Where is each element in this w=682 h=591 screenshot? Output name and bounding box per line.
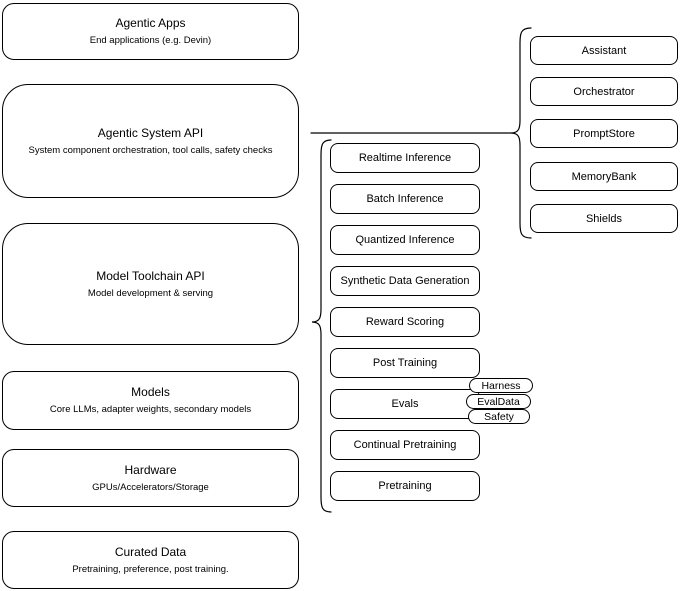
node-quantized-inference: Quantized Inference (330, 225, 480, 255)
system-components-brace (510, 27, 532, 239)
node-batch-inference: Batch Inference (330, 184, 480, 214)
node-title: Curated Data (114, 544, 187, 559)
node-shields: Shields (530, 204, 678, 233)
node-memorybank: MemoryBank (530, 162, 678, 191)
node-reward-scoring: Reward Scoring (330, 307, 480, 337)
toolchain-services-brace (311, 139, 332, 513)
pill-harness: Harness (469, 378, 533, 393)
node-models: Models Core LLMs, adapter weights, secon… (2, 371, 299, 430)
node-subtitle: Model development & serving (87, 287, 214, 299)
pill-safety: Safety (468, 409, 530, 424)
node-title: Model Toolchain API (96, 268, 205, 283)
node-agentic-apps: Agentic Apps End applications (e.g. Devi… (2, 3, 299, 60)
node-title: Agentic Apps (115, 16, 186, 30)
node-subtitle: System component orchestration, tool cal… (28, 144, 273, 156)
node-post-training: Post Training (330, 348, 480, 378)
node-orchestrator: Orchestrator (530, 77, 678, 106)
node-subtitle: Core LLMs, adapter weights, secondary mo… (49, 404, 252, 415)
node-subtitle: Pretraining, preference, post training. (72, 563, 229, 575)
node-assistant: Assistant (530, 36, 678, 65)
node-continual-pretraining: Continual Pretraining (330, 430, 480, 460)
node-curated-data: Curated Data Pretraining, preference, po… (2, 531, 299, 589)
node-title: Hardware (124, 462, 177, 477)
node-agentic-system-api: Agentic System API System component orch… (2, 84, 299, 198)
node-evals: Evals (330, 389, 480, 419)
node-realtime-inference: Realtime Inference (330, 143, 480, 173)
node-title: Models (131, 385, 170, 399)
node-subtitle: GPUs/Accelerators/Storage (92, 481, 209, 493)
node-hardware: Hardware GPUs/Accelerators/Storage (2, 449, 299, 507)
node-model-toolchain-api: Model Toolchain API Model development & … (2, 223, 299, 345)
node-pretraining: Pretraining (330, 471, 480, 501)
node-synthetic-data-generation: Synthetic Data Generation (330, 266, 480, 296)
pill-evaldata: EvalData (466, 394, 531, 409)
node-title: Agentic System API (97, 125, 204, 140)
node-promptstore: PromptStore (530, 119, 678, 148)
node-subtitle: End applications (e.g. Devin) (89, 35, 212, 46)
